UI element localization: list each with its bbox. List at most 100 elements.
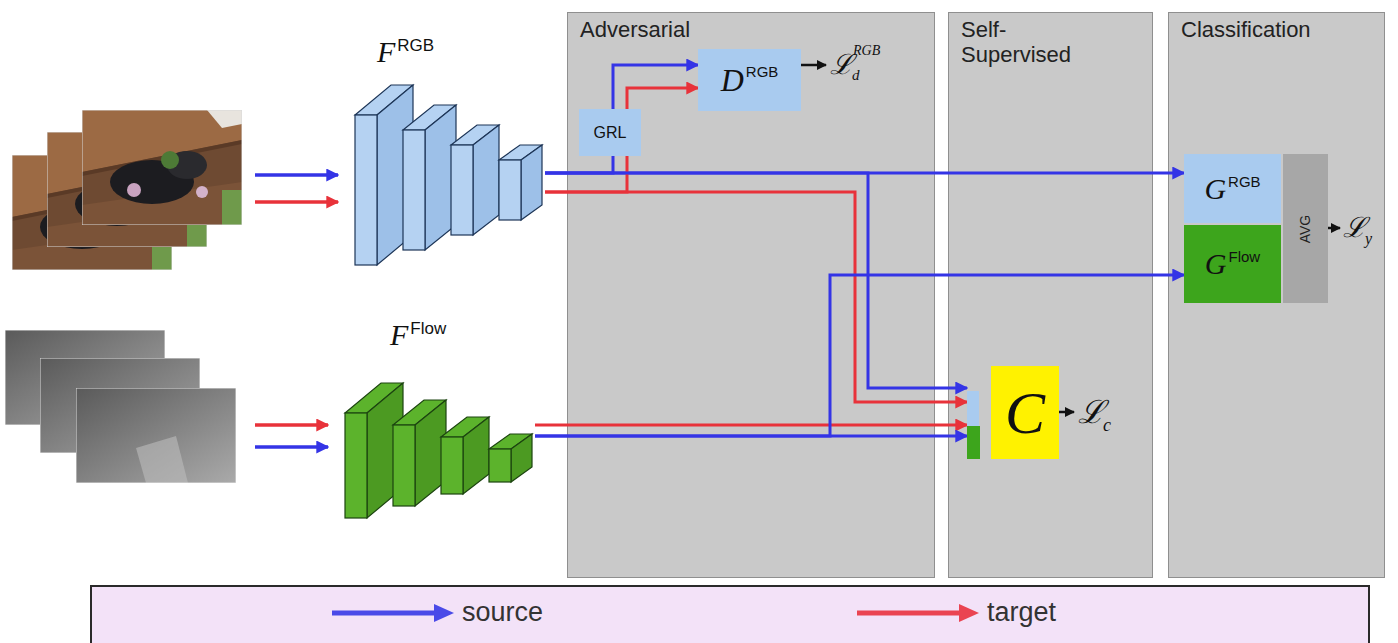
text-row: DRGB [721,64,779,96]
symbol-letter: F [377,37,395,67]
superscript: Flow [1229,249,1261,264]
flow-frame [5,330,165,425]
text-row: C [1005,383,1045,443]
target-flow-line [545,192,967,402]
superscript: Flow [410,320,446,337]
classifier-box: GRGB [1184,154,1281,223]
source-flow-line [535,435,967,438]
symbol-letter: G [1204,174,1226,204]
feature-extractor: FRGB [345,35,545,275]
layer-block [451,125,499,235]
loss-arrow [1059,411,1074,414]
legend-arrow-sample [857,602,979,624]
legend-arrow-head [959,604,979,622]
legend-arrow-line [332,610,438,615]
legend-entry: source [332,597,543,628]
rgb-frames [12,110,242,270]
flow-frame [40,358,200,453]
section-band: Self- SupervisedC [948,12,1153,578]
block-front [489,449,511,482]
flow-frame [76,388,236,483]
legend-entry: target [857,597,1056,628]
rgb-frame [82,110,242,225]
layer-block [489,434,532,482]
rgb-frame [12,155,172,270]
block-front [393,425,415,506]
classifier-box: GFlow [1184,225,1281,303]
source-input-arrow [255,445,328,449]
text-row: Adversarial [568,13,934,46]
connector [545,156,627,192]
source-input-arrow [255,173,338,177]
self-supervised-classifier: C [967,366,1059,459]
symbol-letter: C [1005,383,1045,443]
flow-frames [5,330,236,483]
superscript: RGB [746,64,779,79]
target-flow-line [535,424,967,427]
loss-symbol: ℒ [1078,396,1105,428]
text-row: GFlow [1205,249,1260,279]
block-front [499,160,521,220]
text-row: GRL [594,125,627,141]
layer-stack [345,35,545,275]
block-side [511,434,532,482]
superscript: RGB [1228,174,1261,189]
box-label: GRL [594,125,627,141]
section-title: Self- Supervised [961,17,1071,68]
layer-block [403,105,456,250]
feature-extractor: FFlow [335,318,535,523]
source-flow-line [613,65,698,109]
block-front [451,145,473,235]
text-row: FFlow [335,318,535,350]
text-row: Self- Supervised [949,13,1152,72]
layer-block [393,400,446,506]
loss-symbol: ℒ [1343,214,1366,242]
connector [545,173,967,402]
section-band: AdversarialDRGBGRL [567,12,935,578]
loss-subscript: y [1365,231,1372,247]
source-flow-line [545,172,1184,175]
layer-block [499,145,542,220]
loss-arrow [1321,227,1340,230]
section-title: Classification [1181,17,1311,42]
connector [545,173,1184,174]
discriminator-box: DRGB [698,49,801,111]
target-flow-line [627,88,698,109]
symbol-letter: D [721,64,744,96]
classifier-body [991,366,1059,459]
concat-rgb-part [967,391,979,426]
input-arrows [255,175,338,447]
connector [535,275,1184,436]
connector [535,425,967,436]
concat-flow-part [967,426,980,459]
text-row: FRGB [345,35,545,67]
text-row: GRGB [1204,174,1260,204]
legend-text: source [462,597,543,628]
loss-subscript: d [852,68,860,83]
text-row: AVG [1291,222,1320,236]
legend-arrow-line [857,610,963,615]
source-flow-line [545,156,613,173]
block-front [441,437,463,494]
block-front [403,130,425,250]
legend-arrow-head [434,604,454,622]
block-front [355,115,377,265]
legend-text: target [987,597,1056,628]
box-label: AVG [1298,214,1312,243]
block-side [473,125,499,235]
loss-superscript: RGB [853,44,880,58]
target-input-arrow [255,200,338,204]
block-side [521,145,542,220]
layer-stack [335,318,535,523]
source-flow-line [535,275,1184,436]
block-front [345,413,367,518]
loss-subscript: c [1103,416,1111,434]
connector [613,65,698,109]
average-box: AVG [1283,154,1328,303]
symbol-letter: G [1205,249,1227,279]
superscript: RGB [397,37,434,54]
rgb-frame [47,132,207,247]
block-side [463,417,489,494]
